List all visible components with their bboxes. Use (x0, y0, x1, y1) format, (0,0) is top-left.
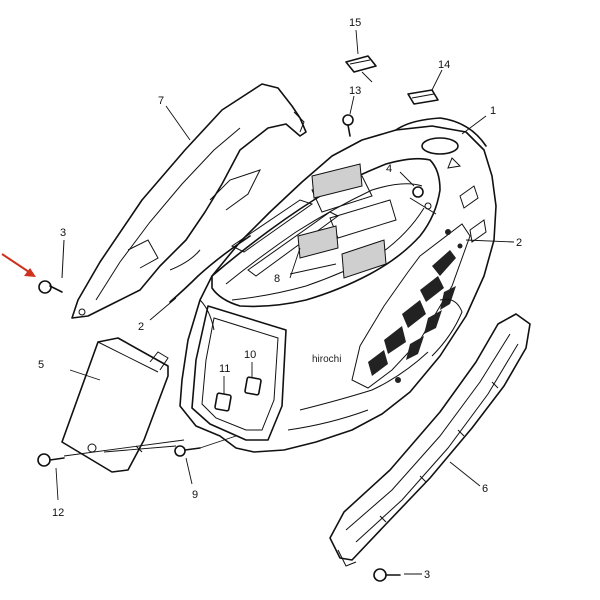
label-part-2-right: 2 (516, 237, 522, 249)
label-part-14: 14 (438, 59, 450, 71)
label-part-3-lower: 3 (424, 569, 430, 581)
label-part-11: 11 (219, 363, 230, 375)
label-part-3-upper: 3 (60, 227, 66, 239)
label-part-5: 5 (38, 359, 44, 371)
part-13-screw (342, 95, 355, 137)
part-15-clip (345, 29, 377, 83)
part-5-lid (61, 337, 169, 473)
label-part-7: 7 (158, 95, 164, 107)
pointer-arrow (1, 253, 36, 277)
label-part-6: 6 (482, 483, 488, 495)
leader-lines (69, 105, 515, 487)
label-part-9: 9 (192, 489, 198, 501)
label-part-12: 12 (52, 507, 64, 519)
label-part-10: 10 (244, 349, 256, 361)
part-14-clip (407, 69, 443, 105)
part-3-lower-screw (373, 568, 422, 582)
part-3-upper-screw (38, 239, 65, 294)
watermark-text: hirochi (312, 354, 341, 365)
part-7-left-panel (71, 83, 307, 319)
part-1-body-cover (179, 117, 497, 453)
label-part-1: 1 (490, 105, 496, 117)
label-part-15: 15 (349, 17, 361, 29)
part-6-side-rail (329, 313, 531, 567)
label-part-8: 8 (274, 273, 280, 285)
label-part-2-left: 2 (138, 321, 144, 333)
callout-numbers: 15 14 13 7 1 4 3 2 8 2 10 11 5 6 9 12 3 (38, 17, 522, 581)
label-part-4: 4 (386, 163, 392, 175)
part-10-11-inner-panel (191, 305, 287, 441)
part-12-screw (37, 439, 185, 501)
label-part-13: 13 (349, 85, 361, 97)
part-9-screw (174, 435, 237, 485)
